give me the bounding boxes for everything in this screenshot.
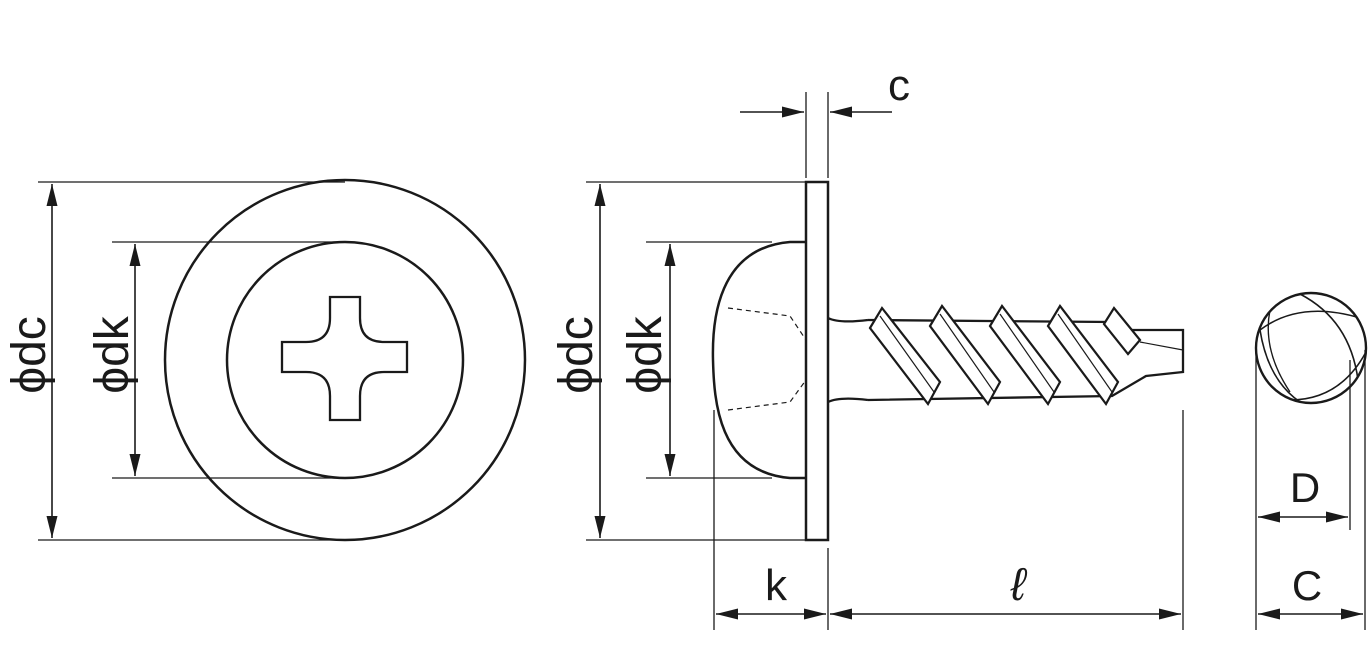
C-label: C: [1292, 562, 1322, 609]
end-lobe-3: [1267, 309, 1291, 393]
end-view: [1254, 291, 1368, 630]
thread-crest-lines: [879, 313, 1113, 393]
k-label: k: [765, 561, 788, 610]
hidden-recess-lines: [727, 307, 807, 411]
l-label: ℓ: [1010, 558, 1028, 610]
side-view: [586, 92, 1185, 630]
head-circle: [225, 240, 465, 480]
tip-edge: [1139, 341, 1184, 351]
pan-head-profile: [711, 240, 806, 480]
D-label: D: [1290, 464, 1320, 511]
end-lobe-2: [1289, 293, 1366, 401]
side-dc-label: ϕdc: [550, 316, 603, 394]
c-label: c: [888, 61, 910, 110]
washer-outer-circle: [163, 178, 527, 542]
phillips-recess: [280, 295, 409, 422]
side-dk-label: ϕdk: [619, 315, 672, 394]
washer-flange: [804, 180, 830, 542]
front-dk-label: ϕdk: [86, 315, 139, 394]
thread-flanks: [868, 304, 1142, 407]
front-view: [38, 178, 527, 542]
end-outer-circle: [1254, 291, 1368, 405]
shank-neck: [827, 316, 869, 404]
front-dc-label: ϕdc: [3, 316, 56, 394]
